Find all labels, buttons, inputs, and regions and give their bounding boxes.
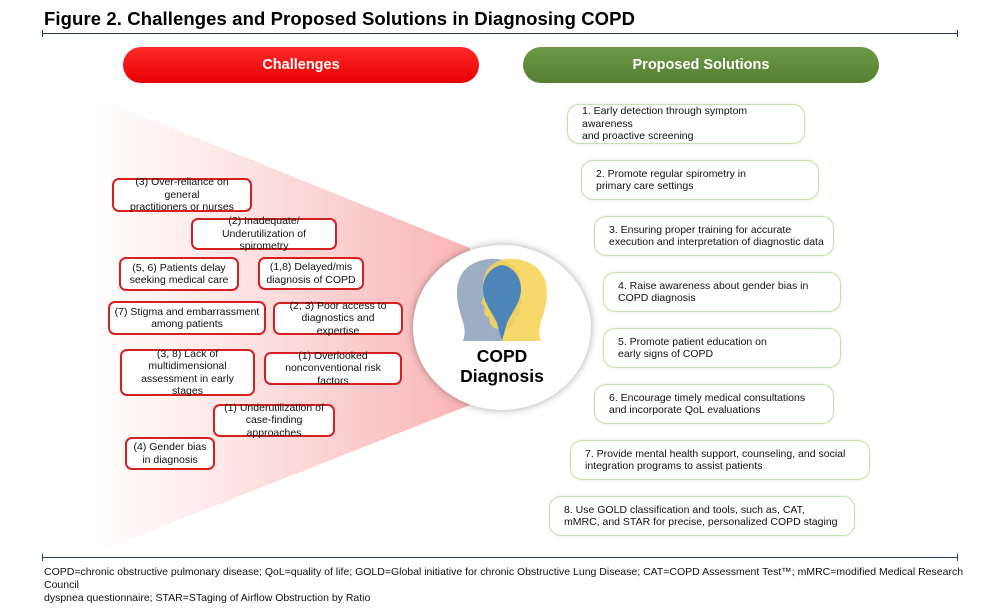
challenge-line: among patients: [151, 318, 223, 330]
solutions-header: Proposed Solutions: [523, 47, 879, 83]
solution-line: and proactive screening: [582, 130, 694, 143]
solution-line: execution and interpretation of diagnost…: [609, 236, 824, 248]
footnote: COPD=chronic obstructive pulmonary disea…: [44, 566, 964, 605]
solution-line: 3. Ensuring proper training for accurate: [609, 223, 792, 236]
bottom-rule: [42, 557, 958, 558]
center-label: COPD Diagnosis: [413, 346, 591, 386]
challenge-line: in diagnosis: [142, 453, 198, 466]
bottom-rule-end-right: [957, 554, 958, 561]
solution-line: mMRC, and STAR for precise, personalized…: [564, 516, 838, 528]
heads-icon: [457, 258, 547, 341]
challenge-line: (1) Overlooked: [298, 349, 368, 362]
challenge-line: case-finding approaches: [245, 414, 303, 439]
solution-line: and incorporate QoL evaluations: [609, 404, 761, 416]
challenge-line: (3, 8) Lack of: [156, 347, 219, 360]
solution-line: primary care settings: [596, 180, 694, 192]
solution-line: 6. Encourage timely medical consultation…: [609, 391, 806, 404]
solution-box: 1. Early detection through symptom aware…: [567, 104, 805, 144]
solution-box: 6. Encourage timely medical consultation…: [594, 384, 834, 424]
challenge-line: (4) Gender bias: [133, 441, 207, 453]
top-rule: [42, 33, 958, 34]
challenge-line: (2, 3) Poor access to: [289, 299, 387, 312]
challenge-line: assessment in early stages: [141, 372, 234, 398]
solution-box: 7. Provide mental health support, counse…: [570, 440, 870, 480]
solution-line: 1. Early detection through symptom aware…: [582, 105, 748, 130]
solution-line: COPD diagnosis: [618, 292, 696, 304]
solution-line: integration programs to assist patients: [585, 460, 763, 472]
challenge-line: diagnostics and expertise: [301, 312, 375, 337]
challenge-line: (5, 6) Patients delay: [132, 261, 226, 274]
challenge-line: (1,8) Delayed/mis: [269, 261, 353, 273]
challenge-line: (1) Underutilization of: [224, 401, 324, 414]
solution-line: 4. Raise awareness about gender bias in: [618, 279, 809, 292]
solution-line: 8. Use GOLD classification and tools, su…: [564, 503, 805, 516]
solution-line: early signs of COPD: [618, 348, 714, 360]
challenge-line: seeking medical care: [129, 274, 229, 286]
challenge-line: (3) Over-reliance on general: [135, 176, 229, 201]
solution-box: 8. Use GOLD classification and tools, su…: [549, 496, 855, 536]
center-label-line: COPD: [476, 346, 528, 366]
challenge-line: (2) Inadequate/: [228, 215, 300, 228]
figure-title: Figure 2. Challenges and Proposed Soluti…: [44, 8, 636, 29]
solution-line: 2. Promote regular spirometry in: [596, 167, 746, 180]
solution-box: 3. Ensuring proper training for accurate…: [594, 216, 834, 256]
center-label-line: Diagnosis: [460, 366, 544, 386]
challenge-line: diagnosis of COPD: [266, 273, 356, 286]
footnote-line: dyspnea questionnaire; STAR=STaging of A…: [44, 592, 371, 604]
challenge-box: (2) Inadequate/Underutilization of spiro…: [191, 215, 337, 253]
top-rule-end-right: [957, 30, 958, 37]
challenge-line: Underutilization of spirometry: [221, 227, 307, 253]
bottom-rule-end-left: [42, 554, 43, 561]
solution-line: 5. Promote patient education on: [618, 335, 767, 348]
footnote-line: COPD=chronic obstructive pulmonary disea…: [44, 566, 964, 591]
challenge-line: practitioners or nurses: [130, 201, 234, 214]
challenge-line: multidimensional: [148, 360, 227, 372]
top-rule-end-left: [42, 30, 43, 37]
challenge-line: (7) Stigma and embarrassment: [114, 305, 260, 318]
solution-line: 7. Provide mental health support, counse…: [585, 447, 846, 460]
challenge-line: nonconventional risk factors: [285, 362, 381, 387]
challenges-header: Challenges: [123, 47, 479, 83]
